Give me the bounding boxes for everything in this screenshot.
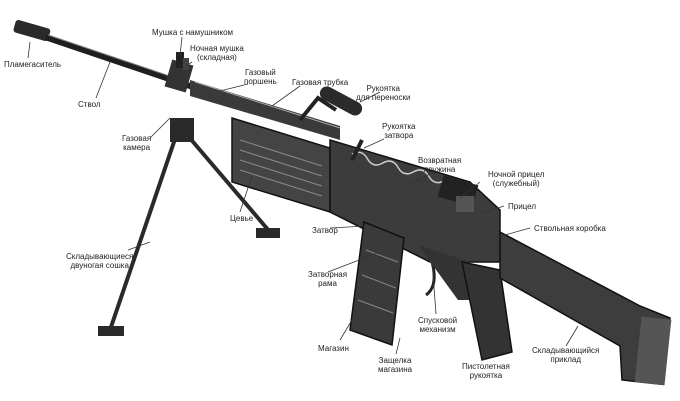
receiver-drawing bbox=[329, 138, 501, 263]
label-charging-handle: Рукоятка затвора bbox=[382, 122, 416, 140]
label-magazine: Магазин bbox=[318, 344, 349, 353]
gas-tube-drawing bbox=[190, 80, 341, 140]
label-night-front-sight: Ночная мушка (складная) bbox=[190, 44, 244, 62]
label-recoil-spring: Возвратная пружина bbox=[418, 156, 462, 174]
label-gas-tube: Газовая трубка bbox=[292, 78, 349, 87]
label-flash-hider: Пламегаситель bbox=[4, 60, 62, 69]
flash-hider-drawing bbox=[13, 19, 51, 41]
label-bolt: Затвор bbox=[312, 226, 338, 235]
barrel-drawing bbox=[45, 34, 193, 89]
leader-lines bbox=[27, 36, 579, 361]
label-receiver: Ствольная коробка bbox=[534, 224, 606, 233]
handguard-drawing bbox=[231, 116, 331, 214]
pistol-grip-drawing bbox=[418, 245, 513, 361]
magazine-drawing bbox=[349, 220, 405, 347]
label-rear-sight: Прицел bbox=[508, 202, 537, 211]
label-gas-chamber: Газовая камера bbox=[122, 134, 152, 152]
label-front-sight-with-hood: Мушка с намушником bbox=[152, 28, 234, 37]
label-bolt-carrier: Затворная рама bbox=[308, 270, 348, 288]
folding-stock-drawing bbox=[499, 230, 672, 386]
label-night-rear-sight: Ночной прицел (служебный) bbox=[488, 170, 545, 188]
carrying-handle-drawing bbox=[298, 86, 363, 122]
charging-handle-drawing bbox=[350, 139, 364, 161]
label-folding-stock: Складывающийся приклад bbox=[532, 346, 600, 364]
label-folding-bipod: Складывающиеся двуногая сошка bbox=[66, 252, 134, 270]
bipod-drawing bbox=[98, 118, 280, 336]
front-sight-drawing bbox=[164, 52, 194, 93]
label-magazine-catch: Защелка магазина bbox=[378, 356, 413, 374]
label-gas-piston: Газовый поршень bbox=[244, 68, 277, 86]
label-barrel: Ствол bbox=[78, 100, 101, 109]
label-pistol-grip: Пистолетная рукоятка bbox=[462, 362, 510, 380]
label-handguard: Цевье bbox=[230, 214, 254, 223]
label-carrying-handle: Рукоятка для переноски bbox=[356, 84, 411, 102]
label-trigger-mechanism: Спусковой механизм bbox=[418, 316, 458, 334]
